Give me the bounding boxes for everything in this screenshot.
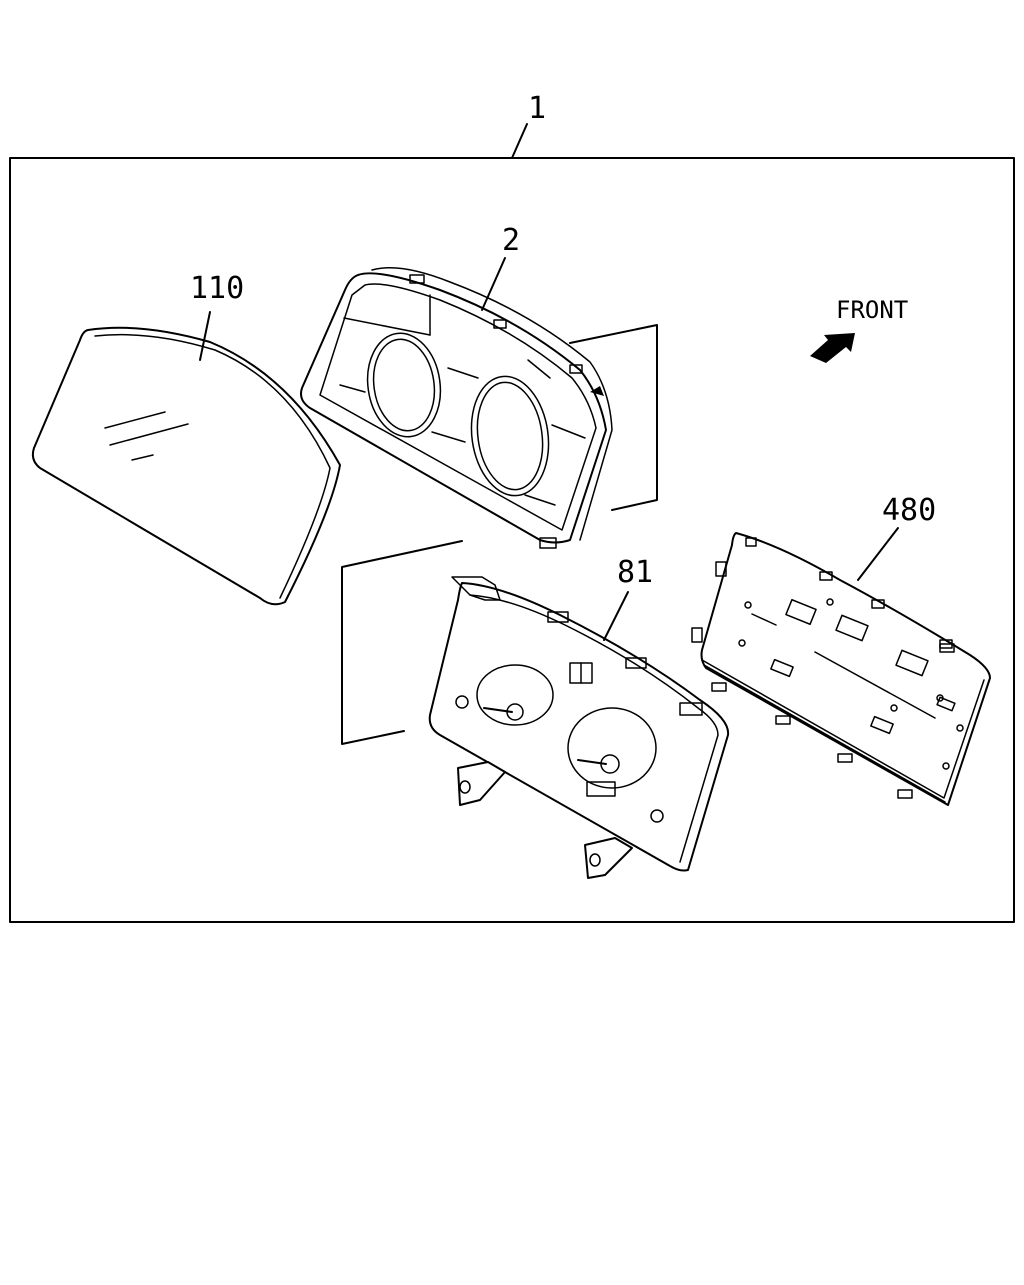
callout-lens-label: 110	[190, 271, 244, 306]
lens-part	[31, 326, 341, 606]
callout-circuit-board-label: 480	[882, 493, 936, 528]
assembly-bracket-lines	[341, 324, 658, 745]
circuit-board-part	[691, 532, 991, 806]
callout-case-label: 2	[502, 223, 520, 258]
front-label: FRONT	[836, 296, 908, 324]
callout-gauge-panel-label: 81	[617, 555, 653, 590]
case-part	[300, 266, 613, 549]
callout-lens: 110	[190, 271, 244, 361]
front-arrow-icon	[810, 333, 855, 363]
callout-assembly: 1	[511, 91, 546, 159]
callout-case: 2	[481, 223, 520, 311]
callout-gauge-panel: 81	[603, 555, 653, 641]
front-indicator: FRONT	[810, 296, 908, 363]
gauge-panel-part	[428, 576, 730, 879]
callout-assembly-label: 1	[528, 91, 546, 126]
callout-circuit-board: 480	[857, 493, 936, 581]
